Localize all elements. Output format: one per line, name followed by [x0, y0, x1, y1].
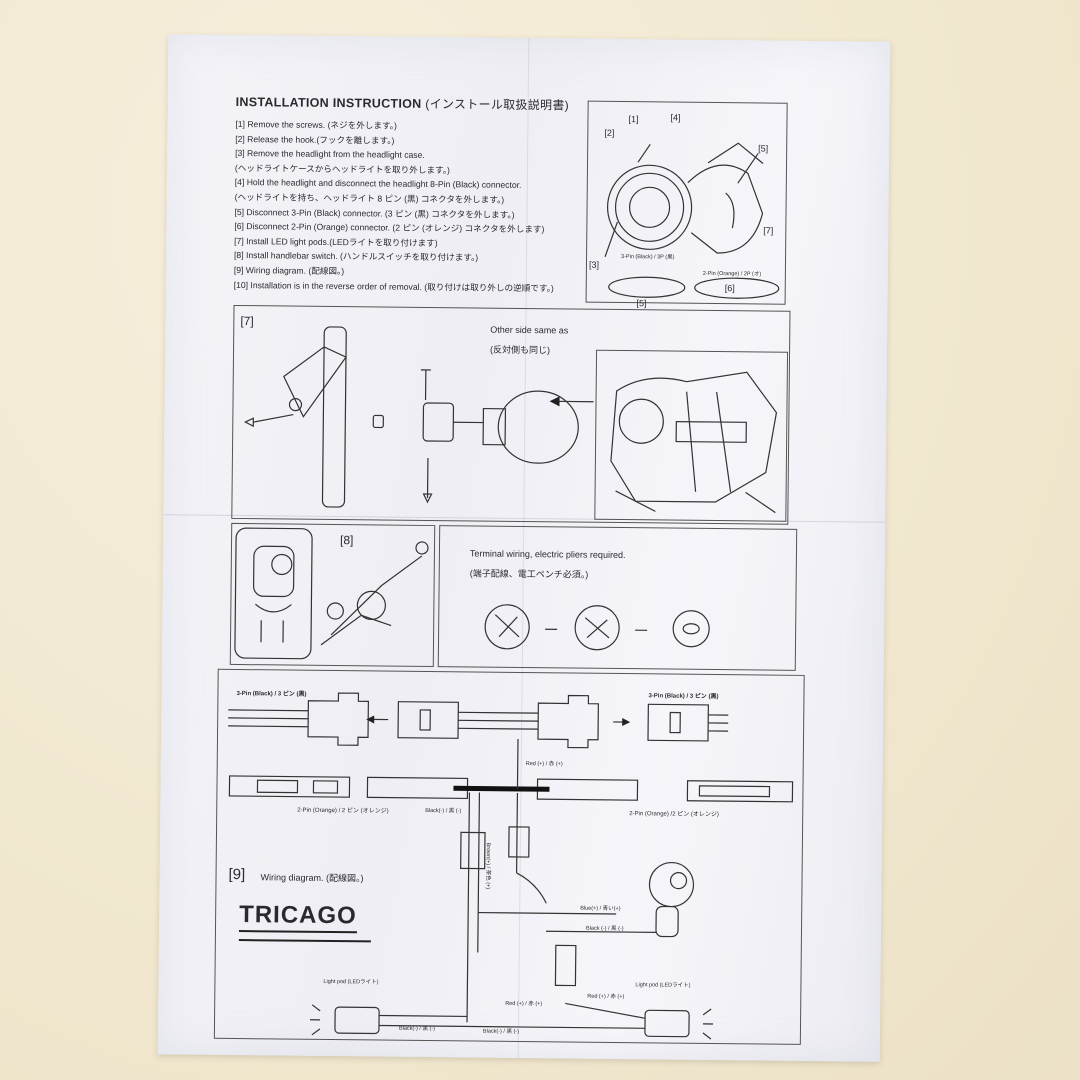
- handlebar-switch-illustration: [234, 527, 429, 660]
- red-left-pod-label: Red (+) / 赤 (+): [505, 1000, 543, 1008]
- pin3-left-label: 3-Pin (Black) / 3 ピン (黒): [236, 690, 307, 698]
- panel-8-handlebar: [8]: [229, 522, 436, 668]
- pin3-tiny-label: 3-Pin (Black) / 3P (黒): [621, 254, 675, 261]
- crimp-steps-illustration: [484, 604, 710, 651]
- callout-6: [6]: [724, 283, 735, 294]
- light-pod-left-label: Light pod (LEDライト): [323, 978, 379, 986]
- brown-wire-label: Brown(+) / 茶色 (+): [484, 842, 491, 890]
- callout-7-top: [7]: [763, 225, 774, 236]
- callout-3: [3]: [588, 259, 600, 270]
- callout-4: [4]: [670, 112, 681, 123]
- blue-wire-label: Blue(+) / 青い(+): [580, 905, 621, 913]
- red-right-pod-label: Red (+) / 赤 (+): [587, 993, 625, 1001]
- wiring-diagram-title: Wiring diagram. (配線図。): [260, 872, 364, 884]
- brand-logo: TRICAGO: [238, 901, 357, 934]
- black-bottom-label: Black(-) / 黒 (-): [482, 1028, 520, 1035]
- light-pod-right-label: Light pod (LEDライト): [635, 982, 691, 989]
- panel-9-label: [9]: [228, 865, 246, 884]
- motorcycle-front-illustration: [610, 371, 778, 514]
- title-en: INSTALLATION INSTRUCTION: [235, 94, 422, 111]
- panel-7: [7] Other side same as (反対側も同じ): [231, 304, 791, 525]
- pin2-right-label: 2-Pin (Orange) /2 ピン (オレンジ): [629, 811, 719, 819]
- pin2-left-label: 2-Pin (Orange) / 2 ピン (オレンジ): [297, 807, 389, 815]
- pin2-tiny-label: 2-Pin (Orange) / 2P (オ): [702, 270, 762, 278]
- headlight-figure: [1] [2] [4] [5] [3] [7] 3-Pin (Black) / …: [585, 100, 788, 309]
- black-top-label: Black(-) / 黒 (-): [425, 807, 462, 815]
- callout-2: [2]: [604, 127, 615, 138]
- callout-1: [1]: [628, 114, 639, 125]
- instruction-sheet: INSTALLATION INSTRUCTION (インストール取扱説明書) […: [157, 34, 891, 1062]
- panel-7-photo: [594, 349, 789, 522]
- black-switch-label: Black (-) / 黒 (-): [585, 925, 624, 933]
- led-pod-mount-illustration: [243, 326, 594, 508]
- red-top-label: Red (+) / 赤 (+): [525, 761, 563, 768]
- headlight-illustration: [604, 142, 780, 299]
- wiring-diagram: [228, 692, 794, 1040]
- black-left-pod-label: Black(-) / 黒 (-): [398, 1025, 436, 1033]
- callout-5-top: [5]: [758, 143, 769, 154]
- panel-8-terminal: Terminal wiring, electric pliers require…: [437, 525, 798, 671]
- title-jp: (インストール取扱説明書): [425, 96, 570, 113]
- sheet-title: INSTALLATION INSTRUCTION (インストール取扱説明書): [236, 93, 569, 113]
- pin3-right-label: 3-Pin (Black) / 3 ピン (黒): [648, 693, 719, 701]
- panel-9-wiring: 3-Pin (Black) / 3 ピン (黒) 3-Pin (Black) /…: [213, 668, 805, 1045]
- callout-5-bottom: [5]: [636, 298, 647, 309]
